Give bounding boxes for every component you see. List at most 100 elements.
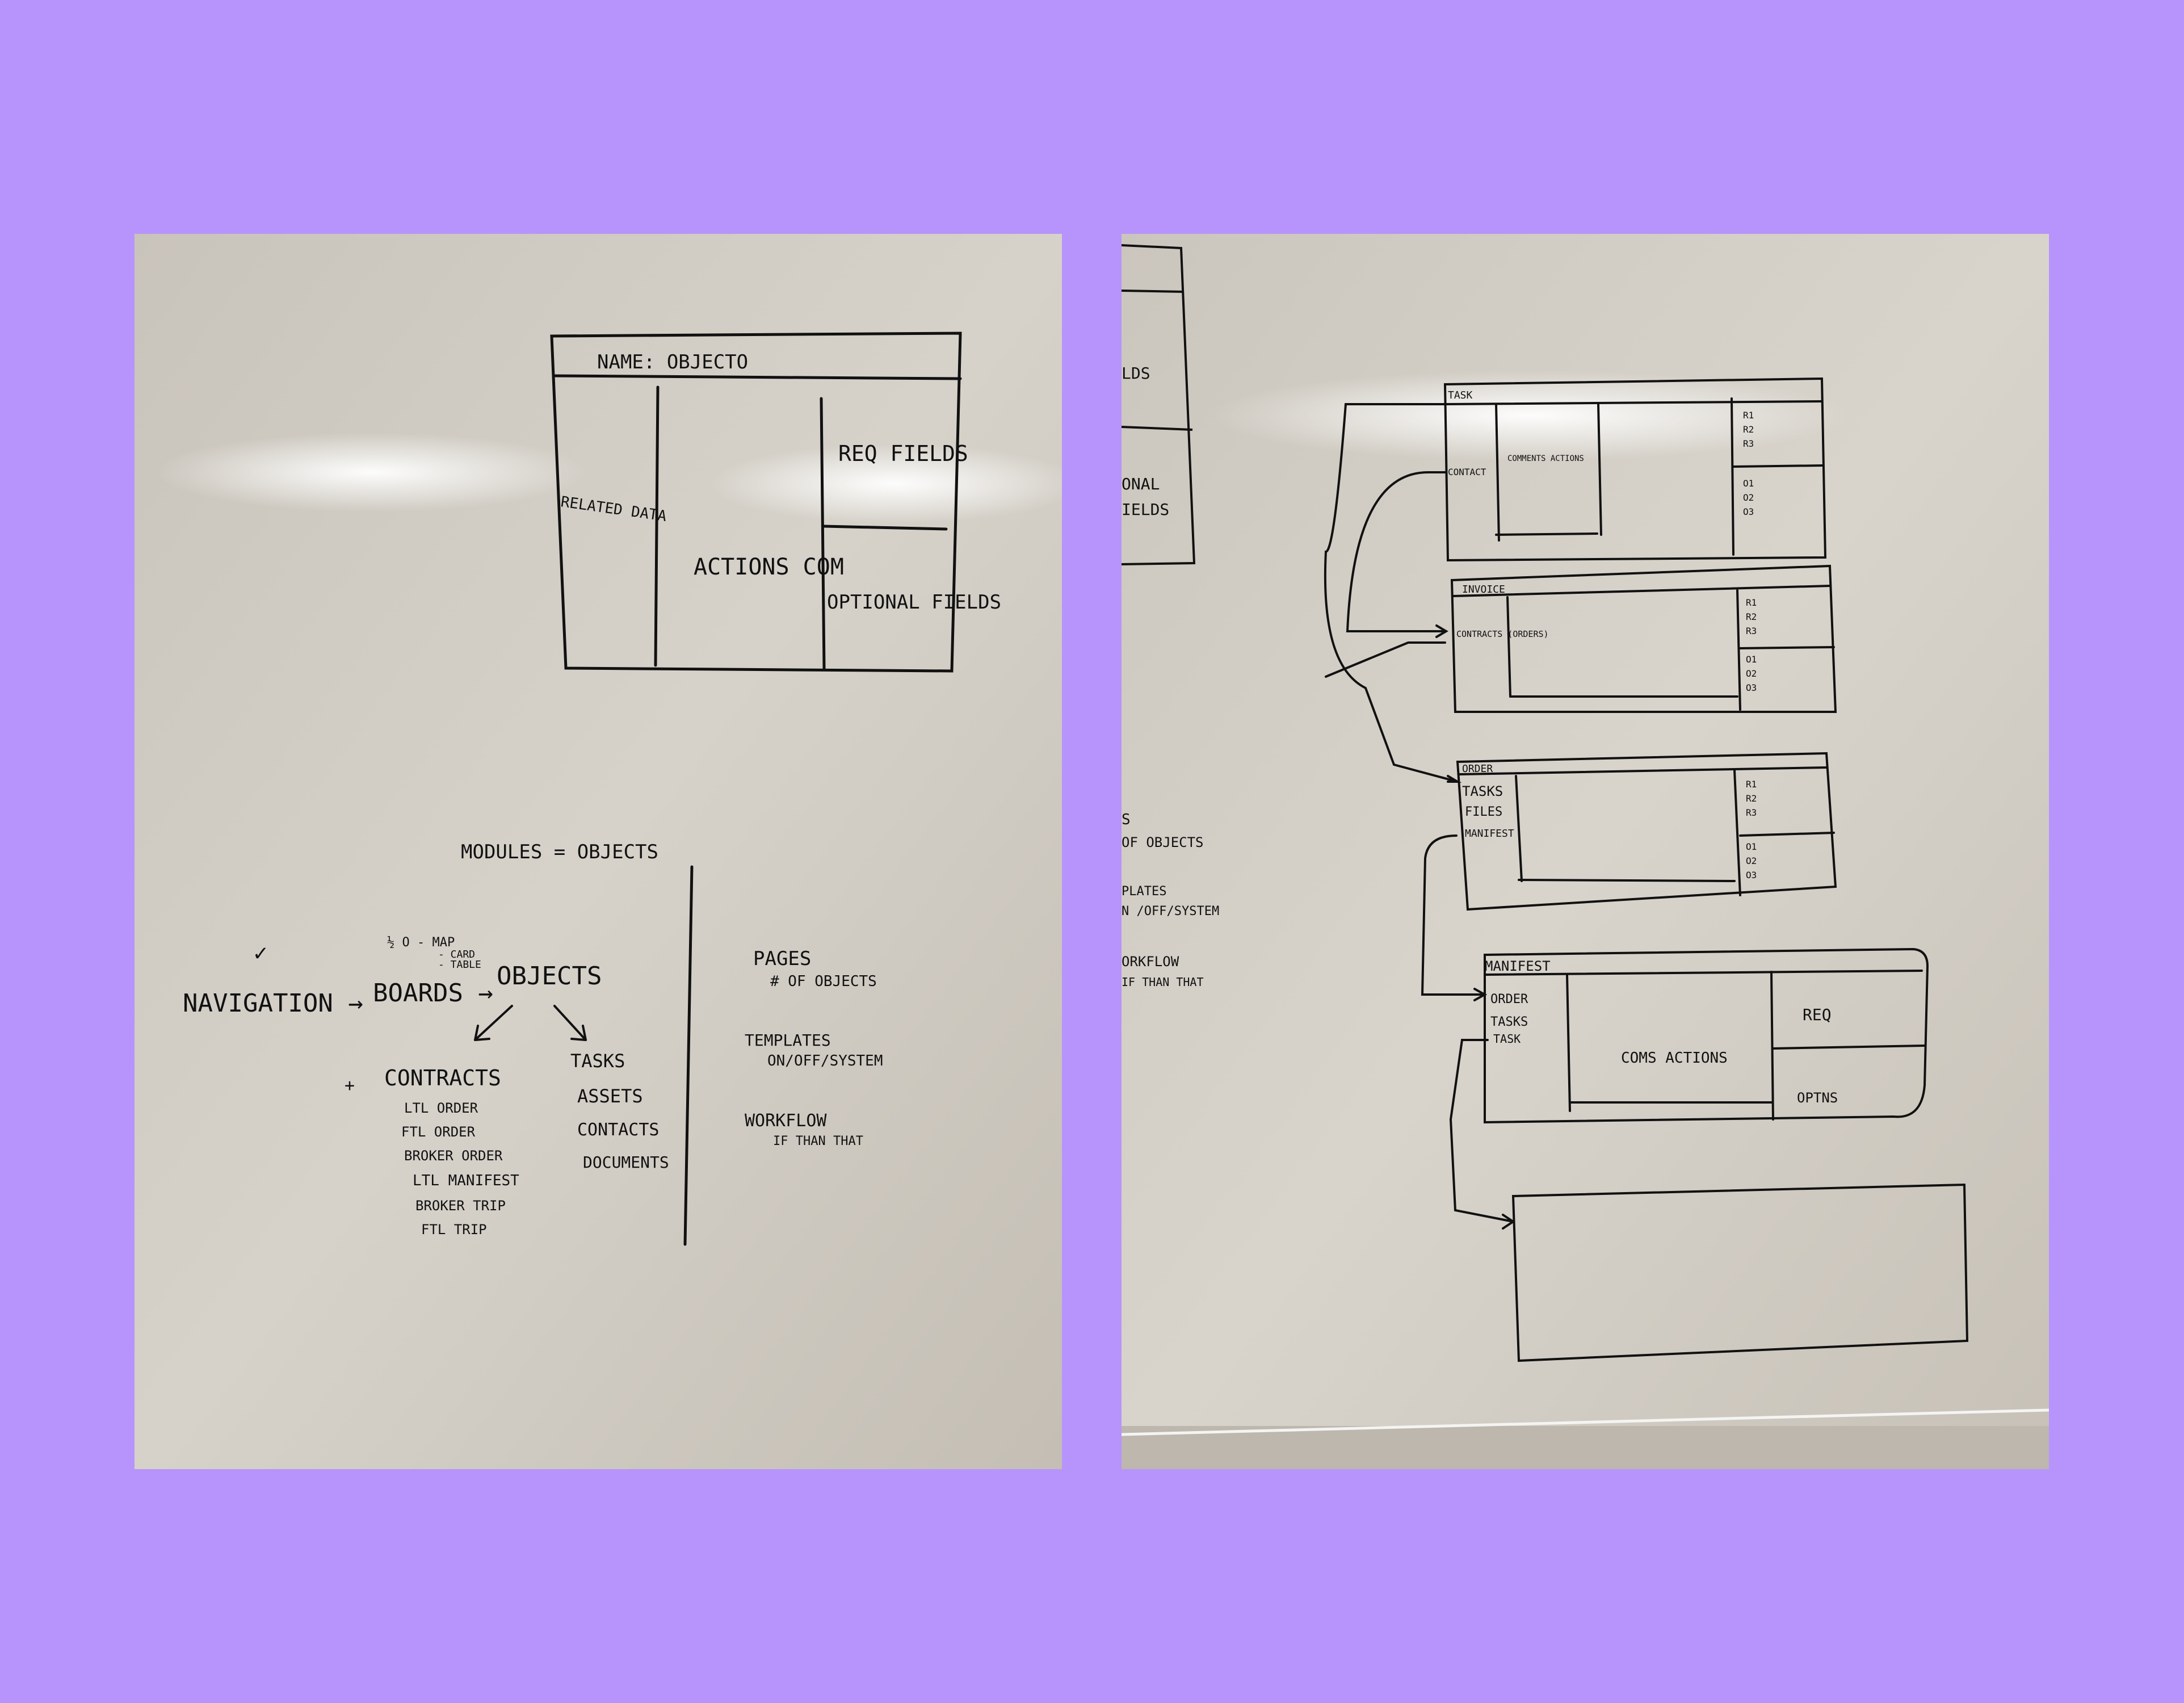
wireframe-optional-fields: OPTIONAL FIELDS <box>827 591 1001 614</box>
invoice-opt: O1 <box>1746 654 1757 665</box>
connector-arrow <box>1449 1039 1515 1230</box>
task-title: TASK <box>1448 389 1473 401</box>
contract-item: LTL MANIFEST <box>413 1172 519 1189</box>
order-divider <box>1515 775 1523 882</box>
wireframe-header-line <box>553 374 962 380</box>
wireframe-center-label: ACTIONS COM <box>694 554 844 580</box>
manifest-left-label: TASKS <box>1490 1015 1528 1029</box>
view-type-map: ½ o - MAP <box>387 936 455 950</box>
object-item-tasks: TASKS <box>570 1050 625 1072</box>
task-req: R3 <box>1743 438 1754 449</box>
board-bottom-edge <box>1122 1426 2049 1469</box>
partial-text: OF OBJECTS <box>1122 834 1204 850</box>
order-divider <box>1518 879 1736 882</box>
wireframe-divider <box>654 385 660 667</box>
task-opt: O1 <box>1743 478 1754 489</box>
manifest-divider <box>1566 974 1571 1112</box>
order-opt: O2 <box>1746 855 1757 866</box>
order-title: ORDER <box>1462 763 1493 775</box>
order-left-label: TASKS <box>1462 783 1503 799</box>
workflow-label: WORKFLOW <box>745 1111 827 1131</box>
connector-arrow <box>1346 471 1448 638</box>
invoice-header-line <box>1452 585 1831 597</box>
arrow-down-left <box>474 1005 513 1041</box>
wireframe-box <box>550 332 962 673</box>
connector-arrow <box>1325 641 1446 678</box>
order-opt: O1 <box>1746 841 1757 852</box>
partial-wireframe-line <box>1122 426 1193 431</box>
object-item-contacts: CONTACTS <box>577 1120 660 1140</box>
light-glare <box>1212 370 1848 461</box>
order-left-label: MANIFEST <box>1465 828 1514 840</box>
task-divider <box>1495 403 1500 542</box>
task-header-line <box>1444 400 1823 405</box>
wireframe-title: NAME: OBJECTO <box>597 351 748 374</box>
workflow-sub-label: IF THAN THAT <box>773 1134 863 1148</box>
task-req: R2 <box>1743 424 1754 435</box>
invoice-req: R2 <box>1746 611 1757 622</box>
partial-text: LDS <box>1122 364 1150 383</box>
manifest-divider <box>1772 1045 1926 1050</box>
boards-label: BOARDS → <box>373 979 493 1008</box>
plus-sign: + <box>345 1076 355 1096</box>
empty-box <box>1511 1183 1969 1362</box>
invoice-opt: O3 <box>1746 682 1757 693</box>
board-tray-line <box>1122 1408 2049 1436</box>
order-divider <box>1739 832 1835 837</box>
contract-item: BROKER ORDER <box>404 1148 503 1164</box>
partial-text: N /OFF/SYSTEM <box>1122 904 1219 918</box>
templates-label: TEMPLATES <box>745 1031 831 1050</box>
view-type-card: - CARD <box>438 949 475 960</box>
partial-text: PLATES <box>1122 884 1166 899</box>
task-divider <box>1732 464 1823 468</box>
order-req: R1 <box>1746 779 1757 790</box>
invoice-req: R3 <box>1746 626 1757 636</box>
invoice-divider <box>1506 596 1511 698</box>
manifest-left-label: ORDER <box>1490 992 1528 1006</box>
wireframe-req-fields: REQ FIELDS <box>838 441 968 466</box>
invoice-divider <box>1736 589 1741 711</box>
arrow-down-right <box>553 1005 587 1041</box>
connector-arrow <box>1421 834 1488 1001</box>
task-opt: O3 <box>1743 506 1754 517</box>
connector-arrow <box>1324 403 1462 783</box>
task-divider <box>1597 403 1602 536</box>
whiteboard-right-drawing: LDS ONAL IELDS S OF OBJECTS PLATES N /OF… <box>1122 234 2049 1469</box>
invoice-left-label: CONTRACTS (ORDERS) <box>1456 629 1549 639</box>
manifest-left-label: TASK <box>1493 1032 1521 1046</box>
manifest-opt-label: OPTNS <box>1797 1090 1838 1106</box>
manifest-center-label: COMS ACTIONS <box>1621 1050 1728 1067</box>
partial-text: S <box>1122 811 1131 828</box>
manifest-title: MANIFEST <box>1485 958 1551 974</box>
order-opt: O3 <box>1746 870 1757 880</box>
task-left-label: CONTACT <box>1448 467 1486 477</box>
check-mark: ✓ <box>254 940 267 966</box>
object-item-documents: DOCUMENTS <box>583 1153 669 1172</box>
partial-text: IELDS <box>1122 500 1169 519</box>
contract-item: LTL ORDER <box>404 1100 478 1116</box>
manifest-box <box>1484 947 1929 1124</box>
order-header-line <box>1458 766 1828 775</box>
invoice-title: INVOICE <box>1462 584 1505 595</box>
whiteboard-photo-left: NAME: OBJECTO RELATED DATA ACTIONS COM R… <box>135 234 1062 1469</box>
light-glare <box>708 444 1062 523</box>
partial-text: ORKFLOW <box>1122 954 1179 970</box>
invoice-box <box>1450 564 1837 713</box>
invoice-opt: O2 <box>1746 668 1757 679</box>
partial-wireframe-box <box>1122 244 1196 565</box>
templates-sub-label: ON/OFF/SYSTEM <box>767 1052 883 1069</box>
light-glare <box>157 433 589 512</box>
whiteboard-photo-right: LDS ONAL IELDS S OF OBJECTS PLATES N /OF… <box>1122 234 2049 1469</box>
invoice-divider <box>1739 646 1835 649</box>
invoice-req: R1 <box>1746 597 1757 608</box>
task-box <box>1443 377 1827 562</box>
partial-text: IF THAN THAT <box>1122 975 1204 989</box>
whiteboard-left-drawing: NAME: OBJECTO RELATED DATA ACTIONS COM R… <box>135 234 1062 1469</box>
pages-label: PAGES <box>753 947 811 970</box>
modules-heading: MODULES = OBJECTS <box>461 841 658 863</box>
object-item-assets: ASSETS <box>577 1085 643 1107</box>
pages-sub-label: # OF OBJECTS <box>770 973 877 990</box>
contract-item: FTL TRIP <box>421 1222 487 1238</box>
task-req: R1 <box>1743 410 1754 421</box>
contract-item: BROKER TRIP <box>415 1198 506 1214</box>
